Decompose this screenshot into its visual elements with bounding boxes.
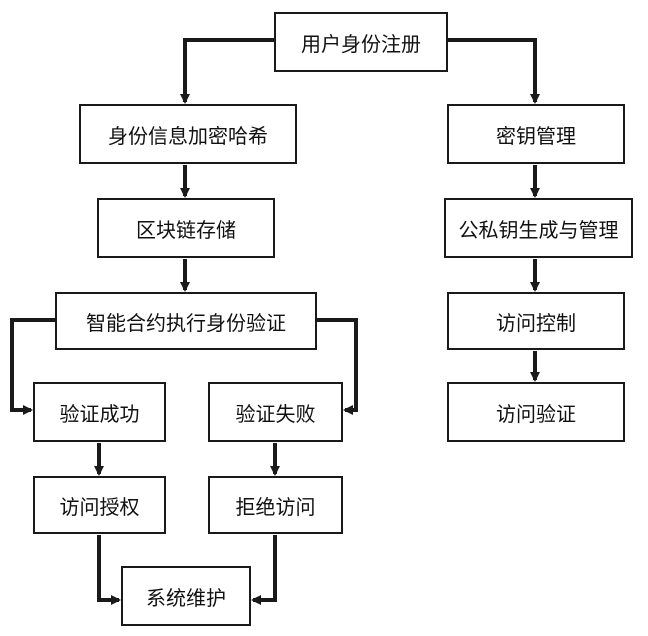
node-label: 访问控制 <box>496 310 576 335</box>
connector-contract-to-fail <box>317 318 358 415</box>
node-key-management: 密钥管理 <box>447 104 625 164</box>
node-label: 访问授权 <box>59 494 140 519</box>
node-access-control: 访问控制 <box>447 292 625 350</box>
node-label: 密钥管理 <box>496 123 576 148</box>
node-label: 公私钥生成与管理 <box>458 217 619 242</box>
node-verify-success: 验证成功 <box>33 382 166 442</box>
node-label: 拒绝访问 <box>235 494 316 519</box>
node-access-granted: 访问授权 <box>33 476 166 534</box>
node-label: 身份信息加密哈希 <box>108 123 268 148</box>
node-smart-contract: 智能合约执行身份验证 <box>55 292 317 350</box>
connector-denied-to-maintenance <box>251 535 277 605</box>
connector-registration-to-encryption <box>180 38 274 104</box>
node-label: 验证成功 <box>59 401 140 426</box>
node-access-verification: 访问验证 <box>447 382 625 442</box>
node-label: 访问验证 <box>496 401 576 426</box>
node-label: 用户身份注册 <box>301 31 421 56</box>
node-label: 验证失败 <box>235 401 316 426</box>
connector-contract-to-success <box>10 318 55 415</box>
node-verify-fail: 验证失败 <box>208 382 343 442</box>
node-registration: 用户身份注册 <box>274 12 448 72</box>
connector-registration-to-key-management <box>448 38 540 104</box>
node-key-generation: 公私钥生成与管理 <box>444 198 633 258</box>
node-access-denied: 拒绝访问 <box>208 476 343 534</box>
node-label: 智能合约执行身份验证 <box>86 310 286 335</box>
node-maintenance: 系统维护 <box>121 566 251 626</box>
node-label: 区块链存储 <box>136 217 236 242</box>
node-encryption: 身份信息加密哈希 <box>79 104 297 164</box>
node-blockchain-storage: 区块链存储 <box>97 198 275 258</box>
connector-granted-to-maintenance <box>97 535 121 605</box>
node-label: 系统维护 <box>146 585 226 610</box>
